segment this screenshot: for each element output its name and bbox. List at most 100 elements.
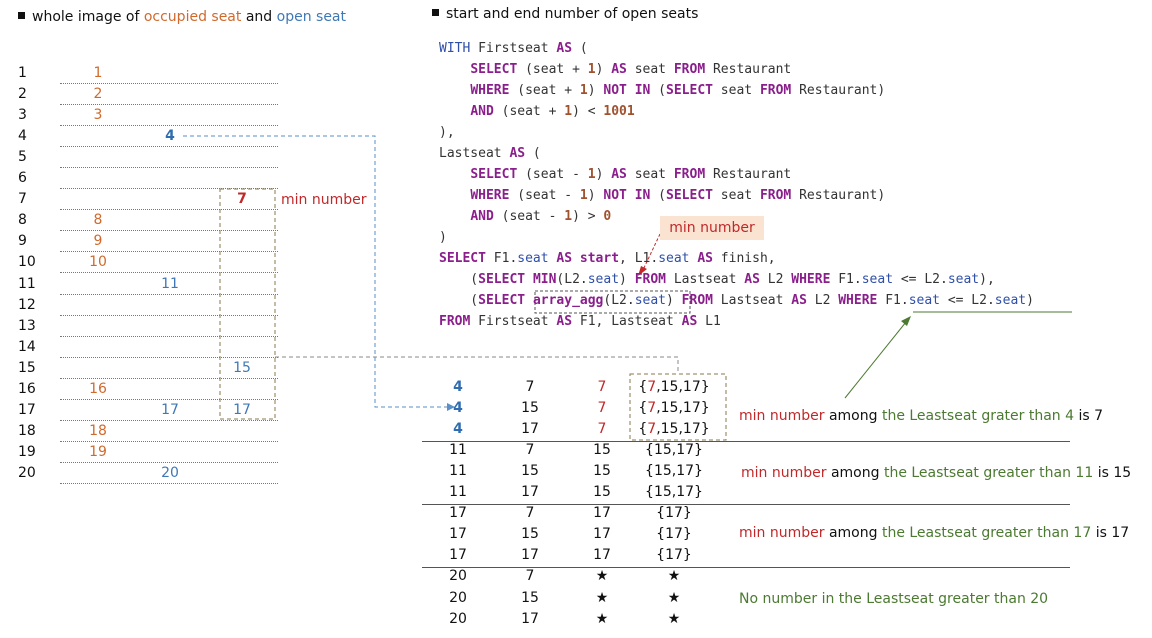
occupied-seat: 19 bbox=[89, 443, 107, 460]
result-cell: 7 bbox=[525, 379, 535, 395]
explanation-note: min number among the Leastseat grater th… bbox=[739, 408, 1103, 424]
occupied-legend: occupied seat bbox=[143, 9, 242, 25]
open-legend: open seat bbox=[276, 9, 347, 25]
note-red: min number bbox=[739, 408, 825, 424]
row-number: 2 bbox=[18, 86, 27, 103]
result-cell: 15 bbox=[521, 589, 539, 606]
array-brace: { bbox=[638, 379, 648, 395]
group-divider bbox=[422, 567, 1070, 568]
note-green: the Leastseat greater than 17 bbox=[881, 525, 1092, 541]
result-array-cell: {15,17} bbox=[645, 484, 703, 501]
row-number: 20 bbox=[18, 464, 36, 481]
note-text: among bbox=[824, 408, 882, 424]
note-green: No number in the Leastseat greater than … bbox=[739, 591, 1049, 607]
result-cell: 17 bbox=[449, 505, 467, 522]
note-text: is 15 bbox=[1093, 465, 1132, 481]
result-cell: 11 bbox=[449, 442, 467, 459]
row-number: 13 bbox=[18, 317, 36, 334]
row-divider bbox=[60, 377, 278, 379]
first-open-seat: 4 bbox=[165, 128, 175, 145]
row-divider bbox=[60, 398, 278, 400]
row-number: 7 bbox=[18, 191, 27, 208]
array-dashed-box bbox=[629, 373, 727, 441]
row-number: 18 bbox=[18, 422, 36, 439]
where-arrow bbox=[844, 321, 907, 399]
occupied-seat: 3 bbox=[93, 107, 103, 124]
row-divider bbox=[60, 419, 278, 421]
row-divider bbox=[60, 335, 278, 337]
result-cell: 17 bbox=[593, 547, 611, 564]
note-green: the Leastseat greater than 11 bbox=[883, 465, 1094, 481]
result-array-cell: {7,15,17} bbox=[629, 421, 719, 437]
row-divider bbox=[60, 188, 278, 190]
row-number: 6 bbox=[18, 170, 27, 187]
note-text: is 17 bbox=[1091, 525, 1130, 541]
arrow-head-icon bbox=[638, 266, 647, 276]
array-rest: ,15,17} bbox=[656, 400, 710, 417]
bullet-square-icon bbox=[18, 12, 25, 19]
row-number: 15 bbox=[18, 359, 36, 376]
note-red: min number bbox=[739, 525, 825, 541]
result-cell: 20 bbox=[449, 610, 467, 627]
result-cell: ★ bbox=[595, 610, 609, 627]
row-number: 19 bbox=[18, 443, 36, 460]
explanation-note: No number in the Leastseat greater than … bbox=[739, 591, 1048, 607]
note-red: min number bbox=[741, 465, 827, 481]
result-cell: 17 bbox=[521, 610, 539, 627]
result-cell: ★ bbox=[595, 568, 609, 585]
row-divider bbox=[60, 230, 278, 232]
row-divider bbox=[60, 272, 278, 274]
bullet-square-icon bbox=[432, 9, 439, 16]
result-cell: 11 bbox=[449, 484, 467, 501]
result-cell: 15 bbox=[521, 526, 539, 543]
result-cell: 7 bbox=[597, 379, 607, 395]
right-title: start and end number of open seats bbox=[432, 6, 698, 22]
result-cell: 20 bbox=[449, 589, 467, 606]
array-brace: { bbox=[638, 421, 648, 438]
array-brace: { bbox=[638, 400, 648, 417]
result-cell: 17 bbox=[449, 526, 467, 543]
result-array-cell: {17} bbox=[656, 547, 692, 564]
row-number: 14 bbox=[18, 338, 36, 355]
sql-code: WITH Firstseat AS ( SELECT (seat + 1) AS… bbox=[439, 41, 1034, 329]
occupied-seat: 16 bbox=[89, 380, 107, 397]
arrow-head-icon bbox=[901, 316, 911, 326]
row-number: 16 bbox=[18, 380, 36, 397]
row-number: 10 bbox=[18, 254, 36, 271]
min-number-callout: min number bbox=[660, 216, 764, 240]
result-cell: 15 bbox=[593, 463, 611, 480]
row-divider bbox=[60, 356, 278, 358]
note-text: is 7 bbox=[1074, 408, 1104, 424]
result-cell: 17 bbox=[521, 547, 539, 564]
first-seat-connector bbox=[183, 135, 447, 408]
occupied-seat: 18 bbox=[89, 422, 107, 439]
result-cell: 7 bbox=[525, 568, 535, 585]
result-cell: 17 bbox=[593, 505, 611, 522]
result-cell: 7 bbox=[525, 505, 535, 522]
result-cell: 4 bbox=[453, 421, 463, 438]
last-seat-dashed-box bbox=[219, 188, 276, 420]
array-agg-dashed-box bbox=[534, 290, 691, 314]
row-divider bbox=[60, 440, 278, 442]
result-cell: 17 bbox=[449, 547, 467, 564]
row-divider bbox=[60, 83, 278, 84]
explanation-note: min number among the Leastseat greater t… bbox=[741, 465, 1131, 481]
row-divider bbox=[60, 482, 278, 484]
row-number: 8 bbox=[18, 212, 27, 229]
row-divider bbox=[60, 293, 278, 295]
result-array-cell: {17} bbox=[656, 505, 692, 522]
min-number-arrow bbox=[642, 233, 661, 271]
row-number: 17 bbox=[18, 401, 36, 418]
last-open-seat: 17 bbox=[233, 401, 251, 418]
note-text: among bbox=[824, 525, 882, 541]
occupied-seat: 10 bbox=[89, 254, 107, 271]
result-array-cell: ★ bbox=[667, 568, 681, 585]
result-cell: 17 bbox=[593, 526, 611, 543]
result-cell: 15 bbox=[521, 463, 539, 480]
title-text: whole image of bbox=[32, 9, 144, 25]
explanation-note: min number among the Leastseat greater t… bbox=[739, 525, 1129, 541]
result-array-cell: ★ bbox=[667, 589, 681, 606]
note-green: the Leastseat grater than 4 bbox=[881, 408, 1075, 424]
result-cell: 4 bbox=[453, 379, 463, 395]
